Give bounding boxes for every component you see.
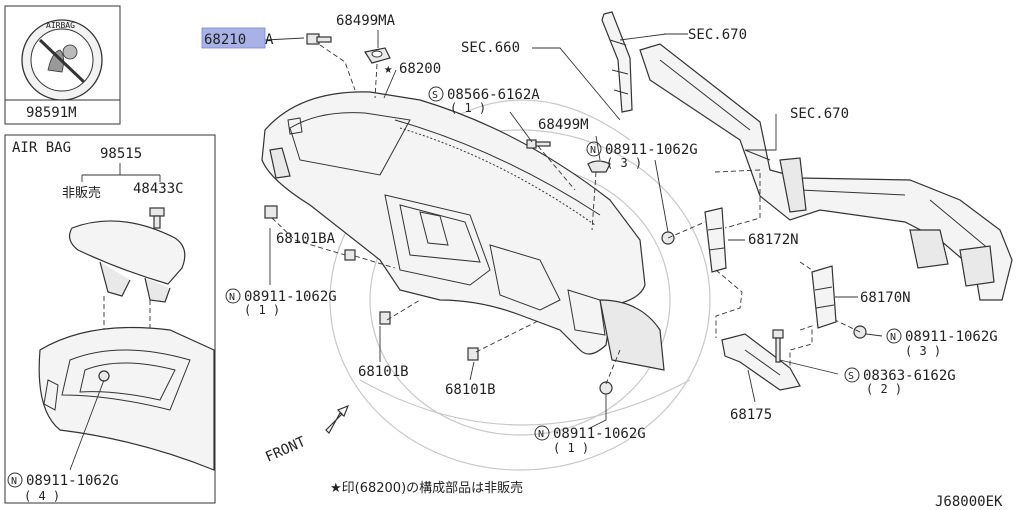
part-08911-1062G-a[interactable]: 08911-1062G <box>605 142 698 158</box>
part-98515[interactable]: 98515 <box>100 146 142 162</box>
footnote: ★印(68200)の構成部品は非販売 <box>330 480 523 496</box>
n-symbol-c: N <box>890 332 896 343</box>
sec-670-a[interactable]: SEC.670 <box>688 27 747 43</box>
part-08911-1062G-inset[interactable]: 08911-1062G <box>26 473 119 489</box>
highlight-68210 <box>201 27 266 49</box>
airbag-warning-icon <box>38 38 86 84</box>
n-symbol-b: N <box>229 292 235 303</box>
qty-08911-a: ( 3 ) <box>606 156 642 170</box>
clip-68101B[interactable] <box>379 311 479 361</box>
qty-08911-d: ( 1 ) <box>553 441 589 455</box>
qty-08911-c: ( 3 ) <box>905 344 941 358</box>
qty-08911-b: ( 1 ) <box>244 303 280 317</box>
s-symbol-08566: S <box>432 90 438 101</box>
s-symbol-08363: S <box>848 371 854 382</box>
n-symbol-d: N <box>538 429 544 440</box>
bolt-68210A[interactable] <box>306 33 332 45</box>
nut-symbol-inset: N <box>11 476 17 487</box>
front-arrow-icon <box>325 404 350 434</box>
clip-68101BA[interactable] <box>264 205 356 261</box>
bracket-68175[interactable] <box>721 333 801 391</box>
qty-08566: ( 1 ) <box>450 101 486 115</box>
part-48433C[interactable]: 48433C <box>133 181 184 197</box>
n-symbol-a: N <box>590 145 596 156</box>
part-08363-6162G[interactable]: 08363-6162G <box>863 368 956 384</box>
part-08911-1062G-d[interactable]: 08911-1062G <box>553 426 646 442</box>
sec-670-b[interactable]: SEC.670 <box>790 106 849 122</box>
airbag-module[interactable] <box>68 220 186 303</box>
front-label: FRONT <box>263 434 309 466</box>
not-sold-note: 非販売 <box>62 185 101 201</box>
bracket-68172N[interactable] <box>704 207 727 273</box>
part-68499MA[interactable]: 68499MA <box>336 13 396 29</box>
bolt-08363[interactable] <box>772 329 784 363</box>
part-68101B-a[interactable]: 68101B <box>358 364 409 380</box>
diagram-code: J68000EK <box>935 494 1003 510</box>
cap-68499MA[interactable] <box>364 47 391 64</box>
screw-08566[interactable] <box>526 139 551 149</box>
airbag-inset-title: AIR BAG <box>12 140 71 156</box>
steering-member-sec670-b[interactable] <box>639 43 1013 301</box>
part-68101B-b[interactable]: 68101B <box>445 382 496 398</box>
part-68101BA[interactable]: 68101BA <box>276 231 336 247</box>
part-08566-6162A[interactable]: 08566-6162A <box>447 87 540 103</box>
star-mark: ★ <box>384 61 393 77</box>
part-98591M[interactable]: 98591M <box>26 105 77 121</box>
seal-text: AIRBAG <box>46 21 75 30</box>
part-08911-1062G-b[interactable]: 08911-1062G <box>244 289 337 305</box>
inset-air-bag: AIR BAG 98515 非販売 48433C N 08911-1062G (… <box>4 134 216 504</box>
sec-660[interactable]: SEC.660 <box>461 40 520 56</box>
qty-08363: ( 2 ) <box>866 382 902 396</box>
part-08911-1062G-c[interactable]: 08911-1062G <box>905 329 998 345</box>
part-68172N[interactable]: 68172N <box>748 232 799 248</box>
part-68210[interactable]: 68210 <box>204 32 246 48</box>
part-68200[interactable]: 68200 <box>399 61 441 77</box>
bracket-sec670-a[interactable] <box>601 11 633 113</box>
instrument-panel-68200[interactable] <box>261 91 665 371</box>
inset-airbag-label: AIRBAG 98591M <box>4 5 121 125</box>
part-68210-suffix: A <box>265 32 274 48</box>
part-68175[interactable]: 68175 <box>730 407 772 423</box>
cap-68499M[interactable] <box>587 160 611 173</box>
part-68170N[interactable]: 68170N <box>860 290 911 306</box>
dash-fragment <box>38 326 215 471</box>
part-68499M[interactable]: 68499M <box>538 117 589 133</box>
qty-inset: ( 4 ) <box>24 489 60 503</box>
bracket-68170N[interactable] <box>811 265 837 329</box>
clip-icon <box>149 207 165 229</box>
